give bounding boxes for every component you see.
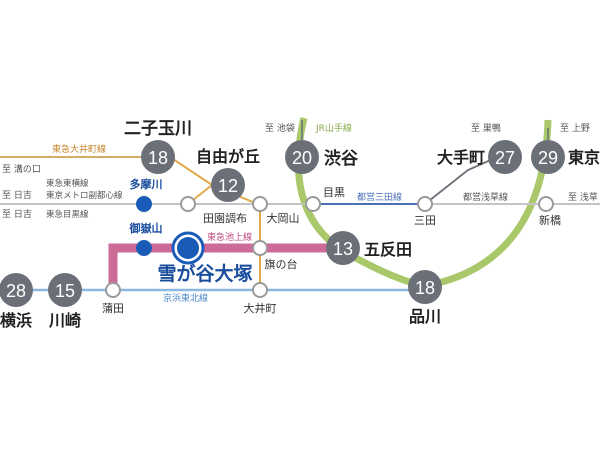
station-tamagawa[interactable] [136,196,152,212]
badge-kawasaki[interactable]: 15 [48,273,82,307]
dir-hiyoshi-1: 至 日吉 [2,190,32,201]
name-denenchofu: 田園調布 [203,211,247,225]
label-mita: 都営三田線 [357,191,402,203]
badge-yokohama[interactable]: 28 [0,273,33,307]
name-meguro: 目黒 [323,186,345,199]
badge-jiyugaoka[interactable]: 12 [211,168,245,202]
dir-hiyoshi-2: 至 日吉 [2,209,32,220]
name-mita: 三田 [414,214,436,227]
svg-text:13: 13 [333,239,353,259]
name-kamata: 蒲田 [102,301,124,315]
badge-tokyo[interactable]: 29 [531,140,565,174]
station-shimbashi[interactable] [538,196,554,212]
name-ontakesan: 御嶽山 [129,221,163,235]
name-shimbashi: 新橋 [539,213,561,227]
label-meguro-line: 東急目黒線 [46,209,89,220]
label-toyoko: 東急東横線 [46,178,89,189]
name-futakotamagawa: 二子玉川 [124,119,192,139]
dir-sugamo: 至 巣鴨 [471,122,501,134]
label-fukutoshin: 東京メトロ副都心線 [46,190,123,201]
dir-ueno: 至 上野 [560,123,590,134]
station-hatanodai[interactable] [252,240,268,256]
badge-otemachi[interactable]: 27 [488,140,522,174]
svg-text:28: 28 [6,281,26,301]
name-ookayama: 大岡山 [267,211,300,225]
name-tokyo: 東京 [568,148,600,167]
station-oimachi[interactable] [252,282,268,298]
name-yukigaya: 雪が谷大塚 [157,262,252,285]
dir-ikebukuro: 至 池袋 [265,122,295,134]
badge-gotanda[interactable]: 13 [326,231,360,265]
name-shibuya: 渋谷 [324,148,359,169]
station-yukigaya[interactable] [177,237,199,259]
name-kawasaki: 川崎 [48,311,81,330]
name-otemachi: 大手町 [437,148,485,167]
station-ookayama[interactable] [252,196,268,212]
yamanote-line [294,117,552,290]
svg-text:27: 27 [495,148,515,168]
name-jiyugaoka: 自由が丘 [196,147,260,166]
label-ikegami: 東急池上線 [207,231,252,243]
station-mita[interactable] [417,196,433,212]
svg-text:12: 12 [218,176,238,196]
badge-futakotamagawa[interactable]: 18 [141,140,175,174]
name-hatanodai: 旗の台 [265,257,298,271]
name-yokohama: 横浜 [0,311,32,330]
name-gotanda: 五反田 [364,240,412,259]
dir-mizonokuchi: 至 溝の口 [2,163,41,175]
label-keihin: 京浜東北線 [163,292,208,304]
svg-text:15: 15 [55,281,75,301]
svg-text:29: 29 [538,148,558,168]
name-shinagawa: 品川 [409,307,441,326]
badge-shibuya[interactable]: 20 [285,140,319,174]
station-kamata[interactable] [105,282,121,298]
station-denenchofu[interactable] [180,196,196,212]
station-meguro[interactable] [305,196,321,212]
svg-text:20: 20 [292,148,312,168]
label-oimachi: 東急大井町線 [52,143,106,155]
station-ontakesan[interactable] [136,240,152,256]
label-yamanote: JR山手線 [315,122,352,134]
dir-asakusa: 至 浅草 [568,191,598,203]
label-asakusa: 都営浅草線 [463,191,508,203]
svg-text:18: 18 [415,278,435,298]
name-tamagawa: 多摩川 [130,177,163,191]
badge-shinagawa[interactable]: 18 [408,270,442,304]
svg-text:18: 18 [148,148,168,168]
name-oimachi: 大井町 [244,301,277,315]
